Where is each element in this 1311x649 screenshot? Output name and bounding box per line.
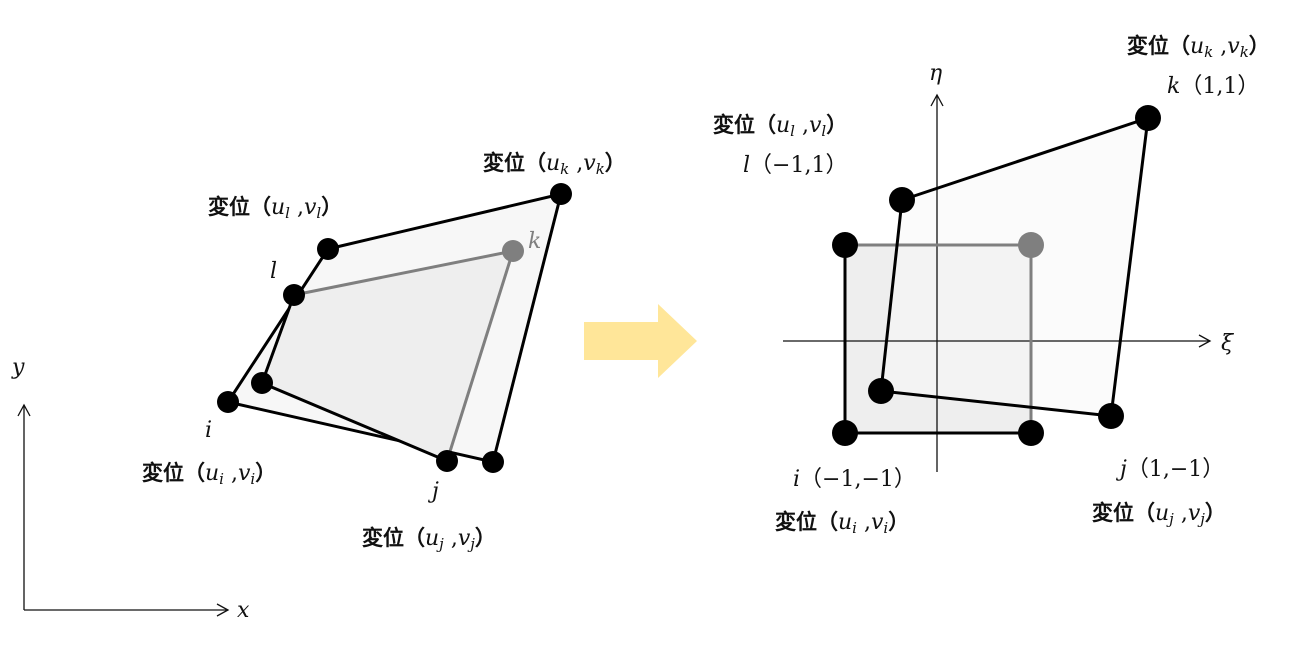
coord-label-i: i（−1,−1） bbox=[793, 467, 916, 492]
ref-node-l bbox=[832, 232, 858, 258]
ref-node-j bbox=[1018, 420, 1044, 446]
mapped-node-j bbox=[1098, 403, 1124, 429]
displacement-label-k-right: 変位（uk ,vk） bbox=[1127, 34, 1270, 61]
node-i-label: i bbox=[205, 418, 212, 443]
xi-axis-label: ξ bbox=[1221, 331, 1235, 356]
node-l-label: l bbox=[270, 259, 277, 284]
node-j-deformed bbox=[482, 451, 504, 473]
node-k-label: k bbox=[528, 229, 541, 254]
node-k bbox=[502, 240, 524, 262]
coord-label-j: j（1,−1） bbox=[1115, 457, 1224, 482]
node-i-deformed bbox=[217, 391, 239, 413]
displacement-label-j: 変位（uj ,vj） bbox=[362, 526, 496, 553]
left-element: l k i j 変位（ul ,vl） 変位（uk ,vk） 変位（ui ,vi）… bbox=[142, 151, 626, 553]
node-k-deformed bbox=[550, 183, 572, 205]
node-l-deformed bbox=[317, 238, 339, 260]
mapped-node-k bbox=[1135, 105, 1161, 131]
global-axes: y x bbox=[11, 355, 250, 623]
node-j-label: j bbox=[427, 479, 439, 504]
ref-node-i bbox=[832, 420, 858, 446]
displacement-label-i: 変位（ui ,vi） bbox=[142, 461, 276, 488]
displacement-label-i-right: 変位（ui ,vi） bbox=[775, 510, 909, 537]
node-j bbox=[436, 450, 458, 472]
y-axis-label: y bbox=[11, 355, 25, 380]
mapped-node-l bbox=[889, 187, 915, 213]
coord-label-k: k（1,1） bbox=[1167, 74, 1259, 99]
displacement-label-j-right: 変位（uj ,vj） bbox=[1092, 501, 1226, 528]
ref-node-k bbox=[1018, 232, 1044, 258]
mapping-arrow-icon bbox=[584, 304, 697, 378]
displacement-label-l: 変位（ul ,vl） bbox=[208, 195, 342, 222]
right-element: ξ η k（1,1） l（−1,1） i（−1,−1） j（1,−1） 変位（u… bbox=[713, 34, 1270, 537]
node-l bbox=[283, 284, 305, 306]
node-i bbox=[251, 372, 273, 394]
x-axis-label: x bbox=[237, 598, 250, 623]
coord-label-l: l（−1,1） bbox=[743, 153, 847, 178]
eta-axis-label: η bbox=[929, 61, 942, 86]
displacement-label-k: 変位（uk ,vk） bbox=[483, 151, 626, 178]
displacement-label-l-right: 変位（ul ,vl） bbox=[713, 113, 847, 140]
mapped-node-i bbox=[868, 378, 894, 404]
